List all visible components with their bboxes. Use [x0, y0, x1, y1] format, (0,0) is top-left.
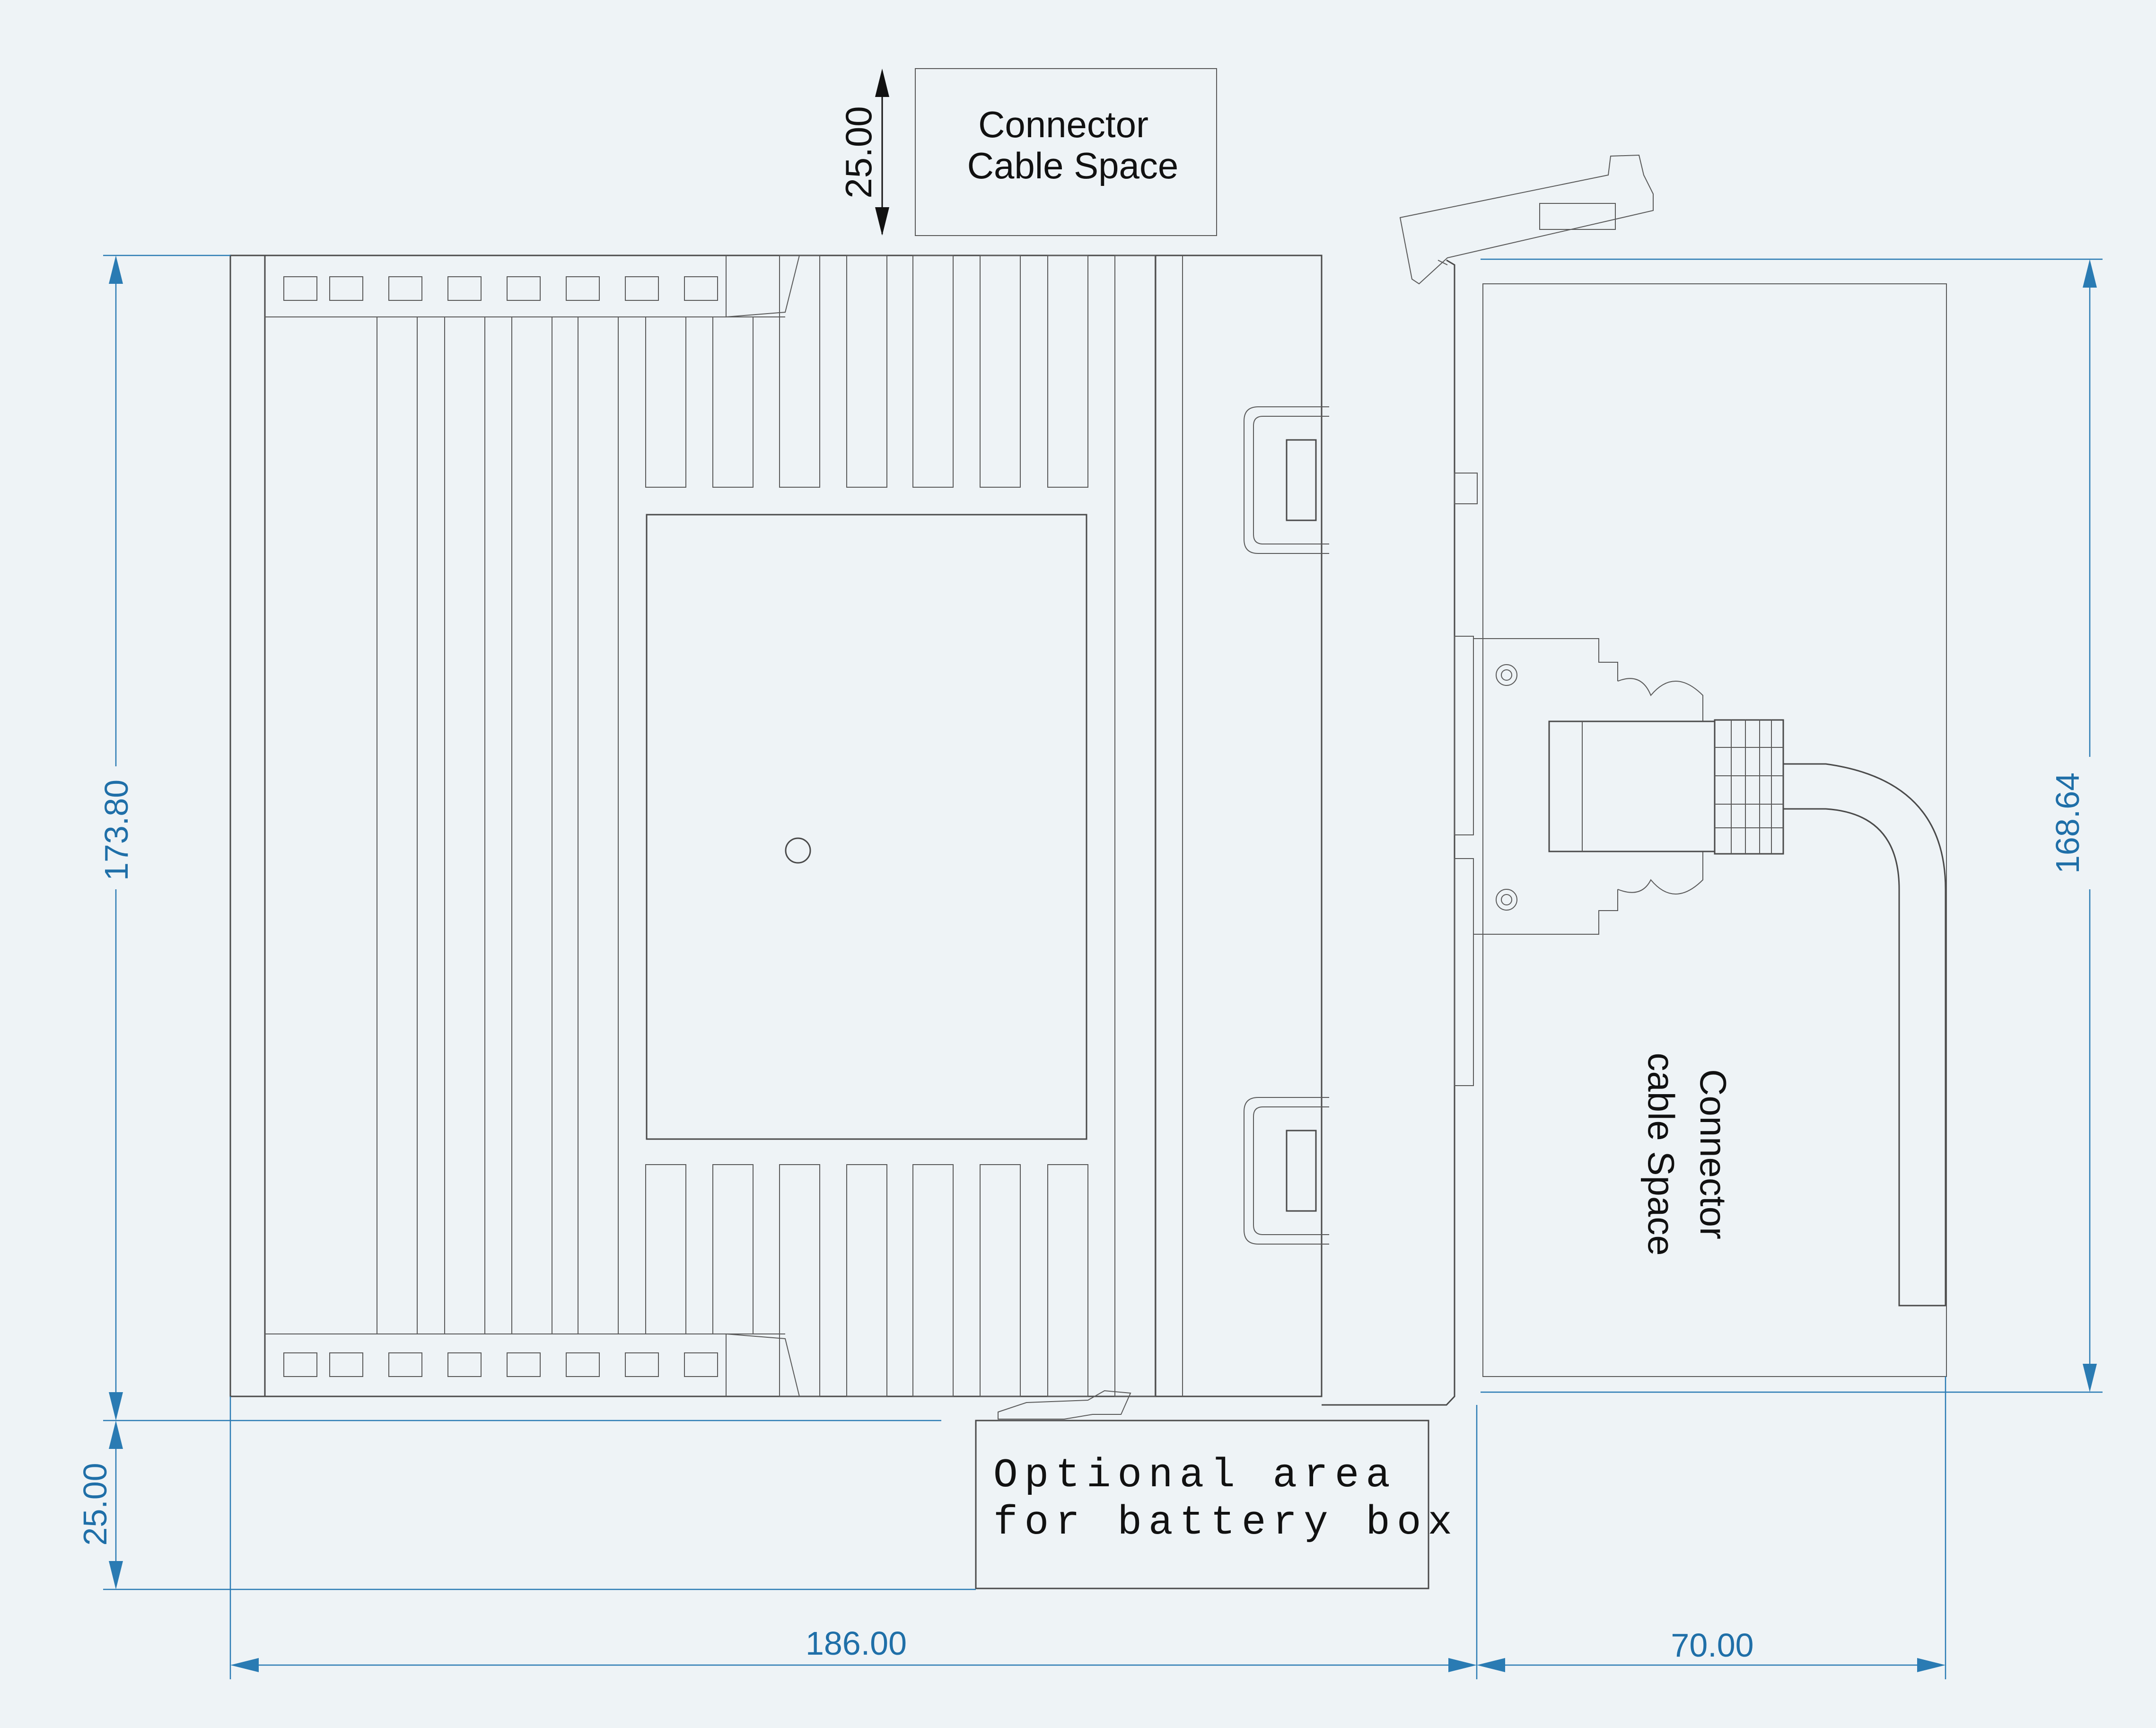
bottom-small-vent-8: [684, 1352, 718, 1377]
right-space-label-line2: cable Space: [1640, 1053, 1682, 1255]
long-vent-2: [444, 316, 485, 1334]
top-small-vent-7: [625, 276, 659, 301]
dimension-lines: [103, 254, 2103, 1679]
bottom-small-vent-5: [507, 1352, 541, 1377]
lower-right-vent-2: [846, 1164, 887, 1397]
top-cable-space-box: [915, 68, 1217, 236]
full-height-vent: [1114, 255, 1156, 1397]
top-small-vent-5: [507, 276, 541, 301]
dim-cable-space-width: 70.00: [1671, 1627, 1753, 1664]
upper-right-vent-5: [1047, 255, 1088, 488]
top-latch: [1399, 154, 1654, 285]
upper-right-vent-3: [912, 255, 954, 488]
top-clearance-dimension: [875, 69, 889, 236]
right-space-label-line1: Connector: [1692, 1069, 1734, 1239]
top-space-label-line2: Cable Space: [967, 145, 1179, 186]
dim-total-height: 173.80: [98, 780, 135, 881]
center-panel: [646, 514, 1087, 1140]
upper-right-vent-4: [980, 255, 1021, 488]
bottom-small-vent-3: [388, 1352, 422, 1377]
bottom-small-vent-4: [447, 1352, 482, 1377]
top-small-vent-6: [566, 276, 600, 301]
device-body: [229, 254, 1323, 1397]
long-vent-1: [377, 316, 418, 1334]
vent-slots: [283, 255, 1156, 1397]
upper-right-vent-1: [779, 255, 820, 488]
connector-assembly: [1322, 259, 1946, 1406]
lower-vent-2: [712, 1164, 754, 1334]
bottom-small-vent-1: [283, 1352, 317, 1377]
battery-area-box: [975, 1420, 1429, 1589]
top-small-vent-1: [283, 276, 317, 301]
lower-right-vent-3: [912, 1164, 954, 1397]
upper-vent-2: [712, 316, 754, 488]
top-small-vent-3: [388, 276, 422, 301]
top-small-vent-8: [684, 276, 718, 301]
lower-right-vent-5: [1047, 1164, 1088, 1397]
lower-vent-1: [645, 1164, 686, 1334]
dim-top-clearance: 25.00: [838, 106, 879, 198]
bottom-latch: [998, 1390, 1131, 1420]
mounting-clips: [1244, 406, 1329, 1245]
lower-right-vent-1: [779, 1164, 820, 1397]
top-small-vent-2: [329, 276, 363, 301]
bottom-small-vent-7: [625, 1352, 659, 1377]
battery-label-line1: Optional area: [993, 1452, 1397, 1499]
long-vent-4: [578, 316, 619, 1334]
lower-right-vent-4: [980, 1164, 1021, 1397]
battery-label-line2: for battery box: [993, 1500, 1459, 1546]
long-vent-3: [511, 316, 552, 1334]
top-small-vent-4: [447, 276, 482, 301]
dim-body-width: 186.00: [806, 1625, 907, 1662]
dim-bottom-clearance: 25.00: [77, 1463, 114, 1545]
bottom-small-vent-2: [329, 1352, 363, 1377]
right-cable-space-box: [1482, 283, 1947, 1377]
upper-right-vent-2: [846, 255, 887, 488]
upper-vent-1: [645, 316, 686, 488]
top-space-label-line1: Connector: [978, 104, 1148, 145]
dim-cable-space-height: 168.64: [2049, 772, 2086, 874]
bottom-small-vent-6: [566, 1352, 600, 1377]
